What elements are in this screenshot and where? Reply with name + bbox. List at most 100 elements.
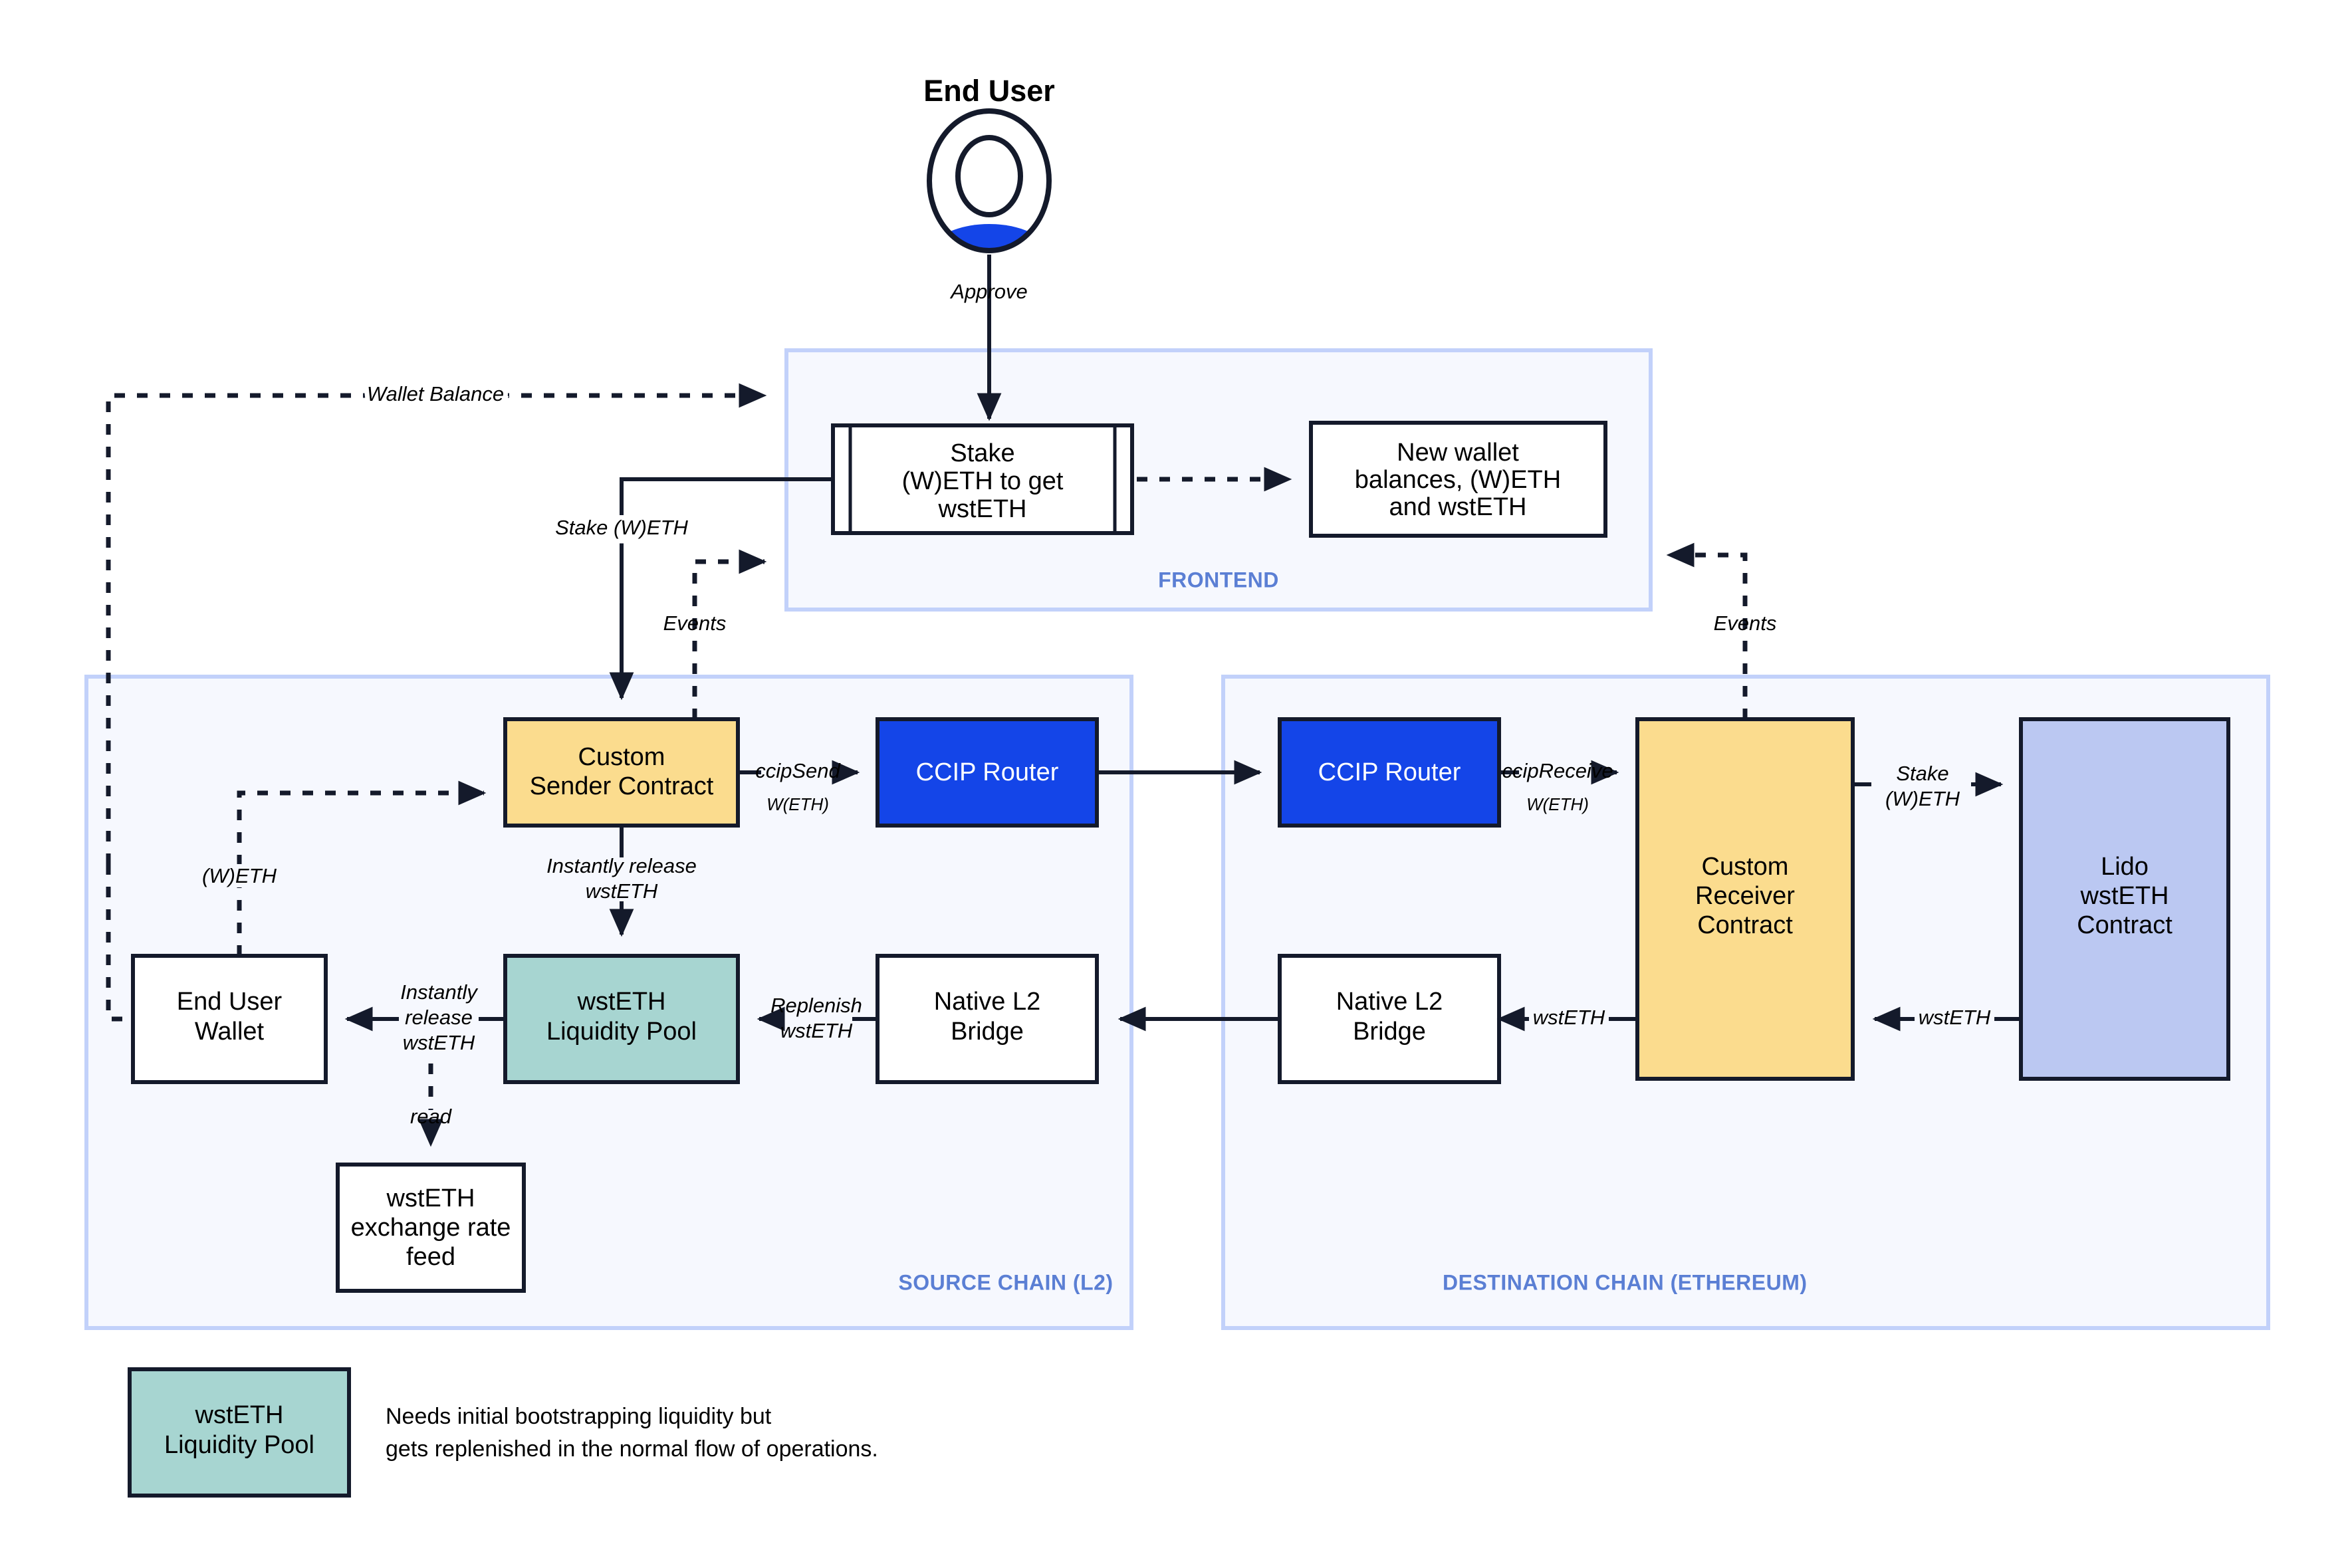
sender-contract-rect — [503, 717, 740, 828]
rate-feed-label-line2: exchange rate — [351, 1214, 511, 1242]
lido-contract-label-line1: Lido — [2101, 853, 2149, 881]
edge-label-weth: (W)ETH — [202, 864, 277, 887]
edge-label-release-wallet-line3: wstETH — [403, 1031, 475, 1054]
edge-label-wsteth-lido: wstETH — [1919, 1006, 1991, 1029]
avatar-outer-ellipse — [927, 108, 1052, 253]
liquidity-pool-rect — [503, 954, 740, 1084]
bridge-src-label-line1: Native L2 — [934, 988, 1041, 1016]
rate-feed-label-line3: feed — [406, 1243, 455, 1271]
edge-weth-wallet-to-sender: (W)ETH — [197, 780, 487, 956]
node-end-user-wallet[interactable]: End User Wallet — [131, 954, 328, 1084]
edge-label-approve: Approve — [949, 280, 1027, 303]
receiver-contract-label-line2: Receiver — [1695, 882, 1795, 910]
new-balances-label-line1: New wallet — [1397, 439, 1519, 467]
avatar-head — [955, 135, 1023, 217]
edge-stake-weth: Stake (W)ETH — [550, 477, 833, 701]
edge-label-ccip-send: ccipSend — [755, 759, 841, 782]
liquidity-pool-label-line1: wstETH — [577, 988, 666, 1016]
edge-replenish-wsteth: Replenish wstETH — [757, 994, 878, 1042]
node-stake-ui[interactable]: Stake (W)ETH to get wstETH — [831, 423, 1134, 535]
edge-instant-release-wallet: Instantly release wstETH — [344, 980, 505, 1054]
edge-label-replenish-line1: Replenish — [770, 994, 862, 1017]
edge-instant-release-pool: Instantly release wstETH — [546, 826, 697, 937]
legend-note-line2: gets replenished in the normal flow of o… — [386, 1436, 878, 1462]
node-ccip-router-source[interactable]: CCIP Router — [876, 717, 1099, 828]
ccip-router-dst-label: CCIP Router — [1318, 758, 1461, 786]
receiver-contract-label-line3: Contract — [1697, 911, 1793, 939]
sender-contract-label-line2: Sender Contract — [530, 772, 714, 800]
node-new-balances[interactable]: New wallet balances, (W)ETH and wstETH — [1309, 421, 1607, 538]
receiver-contract-rect — [1635, 717, 1855, 1081]
edge-label-stake-lido-line2: (W)ETH — [1885, 787, 1960, 810]
bridge-dst-label-line2: Bridge — [1353, 1018, 1426, 1046]
ccip-router-dst-rect — [1278, 717, 1501, 828]
node-bridge-source[interactable]: Native L2 Bridge — [876, 954, 1099, 1084]
stake-ui-rect — [831, 423, 1134, 535]
bridge-dst-label-line1: Native L2 — [1336, 988, 1443, 1016]
node-lido-contract[interactable]: Lido wstETH Contract — [2019, 717, 2230, 1081]
edge-wsteth-lido-to-receiver: wstETH — [1872, 1006, 2021, 1032]
edge-approve: Approve — [949, 255, 1028, 421]
edge-ccip-receive: ccipReceive W(ETH) — [1499, 759, 1619, 814]
stake-ui-label-line1: Stake — [950, 439, 1014, 467]
edge-label-replenish-line2: wstETH — [780, 1019, 853, 1042]
ccip-router-src-label: CCIP Router — [916, 758, 1059, 786]
node-liquidity-pool[interactable]: wstETH Liquidity Pool — [503, 954, 740, 1084]
receiver-contract-label-line1: Custom — [1702, 853, 1789, 881]
edge-label-instant-release-line2: wstETH — [586, 879, 658, 903]
edge-label-instant-release-line1: Instantly release — [546, 854, 697, 877]
legend: wstETH Liquidity Pool Needs initial boot… — [128, 1367, 878, 1498]
edge-label-wsteth-bridge: wstETH — [1533, 1006, 1605, 1029]
frontend-zone-label: FRONTEND — [1158, 568, 1279, 592]
legend-swatch-label-line1: wstETH — [195, 1401, 284, 1429]
lido-contract-rect — [2019, 717, 2230, 1081]
edge-label-ccip-receive: ccipReceive — [1502, 759, 1613, 782]
end-user-wallet-label-line2: Wallet — [195, 1018, 265, 1046]
edge-read-rate-feed: read — [410, 1064, 453, 1147]
node-ccip-router-destination[interactable]: CCIP Router — [1278, 717, 1501, 828]
lido-contract-label-line3: Contract — [2077, 911, 2172, 939]
edge-ccip-send: ccipSend W(ETH) — [738, 759, 860, 814]
legend-note-line1: Needs initial bootstrapping liquidity bu… — [386, 1404, 772, 1429]
lido-contract-label-line2: wstETH — [2080, 882, 2169, 910]
rate-feed-label-line1: wstETH — [386, 1184, 475, 1212]
bridge-src-label-line2: Bridge — [951, 1018, 1024, 1046]
edge-label-events-left: Events — [663, 612, 727, 635]
rate-feed-rect — [336, 1163, 526, 1293]
new-balances-label-line2: balances, (W)ETH — [1355, 466, 1561, 494]
stake-ui-label-line2: (W)ETH to get — [902, 467, 1064, 495]
new-balances-label-line3: and wstETH — [1389, 493, 1527, 521]
node-rate-feed[interactable]: wstETH exchange rate feed — [336, 1163, 526, 1293]
node-bridge-destination[interactable]: Native L2 Bridge — [1278, 954, 1501, 1084]
edge-wsteth-receiver-to-bridge: wstETH — [1496, 1006, 1637, 1032]
edge-label-wallet-balance: Wallet Balance — [367, 382, 504, 405]
edge-label-read: read — [410, 1105, 453, 1128]
edge-events-right: Events — [1666, 542, 1777, 719]
end-user-title: End User — [923, 74, 1055, 108]
edge-wallet-balance: Wallet Balance — [106, 378, 767, 864]
new-balances-rect — [1309, 421, 1607, 538]
end-user-wallet-rect — [131, 954, 328, 1084]
node-sender-contract[interactable]: Custom Sender Contract — [503, 717, 740, 828]
edge-events-left: Events — [663, 549, 767, 719]
edge-stake-weth-lido: Stake (W)ETH — [1853, 762, 2004, 810]
liquidity-pool-label-line2: Liquidity Pool — [546, 1018, 697, 1046]
stake-ui-label-line3: wstETH — [938, 495, 1027, 523]
edge-label-release-wallet-line1: Instantly — [400, 980, 479, 1004]
bridge-dst-rect — [1278, 954, 1501, 1084]
end-user-wallet-label-line1: End User — [177, 988, 283, 1016]
edge-label-release-wallet-line2: release — [405, 1006, 473, 1029]
edge-label-ccip-receive-token: W(ETH) — [1526, 794, 1589, 814]
sender-contract-label-line1: Custom — [578, 743, 665, 771]
edge-label-events-right: Events — [1714, 612, 1777, 635]
legend-swatch — [128, 1367, 351, 1498]
source-chain-zone-label: SOURCE CHAIN (L2) — [898, 1270, 1113, 1294]
edge-label-stake-weth: Stake (W)ETH — [555, 516, 688, 539]
edge-wallet-balance-stub — [106, 864, 133, 1022]
node-receiver-contract[interactable]: Custom Receiver Contract — [1635, 717, 1855, 1081]
edge-label-ccip-send-token: W(ETH) — [766, 794, 829, 814]
legend-swatch-label-line2: Liquidity Pool — [164, 1431, 314, 1459]
destination-chain-zone-label: DESTINATION CHAIN (ETHEREUM) — [1443, 1270, 1808, 1294]
